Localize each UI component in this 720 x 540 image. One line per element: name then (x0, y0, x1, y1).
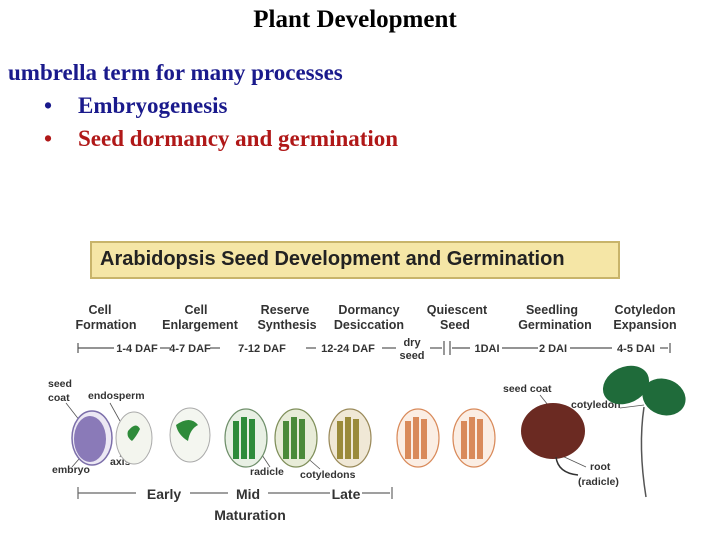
timeline-label-4: 12-24 DAF (321, 343, 375, 355)
radicle-paren-label: (radicle) (578, 476, 619, 488)
timeline-seed-label: seed (399, 350, 424, 362)
stage-6-line2: Germination (518, 318, 592, 332)
figure-drawing: Cell Formation Cell Enlargement Reserve … (48, 303, 686, 523)
radicle-label: radicle (250, 466, 284, 478)
seed-coat-label-line1: seed (48, 378, 72, 390)
timeline-dry-label: dry (403, 337, 421, 349)
seedling (602, 365, 686, 498)
bullet-marker: • (44, 126, 53, 151)
germinating-seed (521, 403, 585, 476)
timeline-label-2: 4-7 DAF (169, 343, 211, 355)
seed-stage-2 (115, 411, 153, 465)
seed-coat-label-line2: coat (48, 392, 70, 404)
bullet-marker: • (44, 93, 53, 118)
stage-2-line2: Enlargement (162, 318, 239, 332)
slide-title: Plant Development (253, 6, 457, 33)
bullet-item-seed-dormancy: • Seed dormancy and germination (44, 126, 398, 152)
stage-1-line2: Formation (75, 318, 136, 332)
stage-4-line2: Desiccation (334, 318, 404, 332)
stage-4-line1: Dormancy (338, 303, 399, 317)
cotyledon-right-label: cotyledon (571, 399, 621, 411)
seed-stage-6 (328, 408, 372, 468)
timeline-label-6: 2 DAI (539, 343, 567, 355)
seed-development-figure: Arabidopsis Seed Development and Germina… (0, 225, 720, 540)
seed-stage-4 (224, 408, 268, 468)
bullet-text: Embryogenesis (78, 93, 228, 118)
stage-3-line1: Reserve (261, 303, 310, 317)
stage-5-line2: Seed (440, 318, 470, 332)
timeline-label-3: 7-12 DAF (238, 343, 286, 355)
cotyledons-label: cotyledons (300, 469, 356, 481)
stage-6-line1: Seedling (526, 303, 578, 317)
seed-stage-1 (71, 410, 113, 466)
bullet-text: Seed dormancy and germination (78, 126, 399, 151)
timeline-arrows (77, 341, 671, 355)
stage-1-line1: Cell (89, 303, 112, 317)
stage-3-line2: Synthesis (257, 318, 316, 332)
timeline-label-1: 1-4 DAF (116, 343, 158, 355)
seed-coat-right-label: seed coat (503, 383, 552, 395)
figure-title: Arabidopsis Seed Development and Germina… (100, 248, 565, 270)
timeline-label-7: 4-5 DAI (617, 343, 655, 355)
phase-maturation: Maturation (214, 507, 286, 523)
root-label: root (590, 461, 611, 473)
phase-mid: Mid (236, 486, 260, 502)
phase-early: Early (147, 486, 181, 502)
seed-stage-8 (452, 408, 496, 468)
slide-subtitle: umbrella term for many processes (8, 60, 343, 85)
stage-2-line1: Cell (185, 303, 208, 317)
embryo-label: embryo (52, 464, 90, 476)
phase-late: Late (332, 486, 361, 502)
seed-stage-5 (274, 408, 318, 468)
seed-stage-3 (169, 407, 211, 463)
seed-stage-7 (396, 408, 440, 468)
bullet-item-embryogenesis: • Embryogenesis (44, 93, 228, 119)
stage-5-line1: Quiescent (427, 303, 488, 317)
endosperm-label: endosperm (88, 390, 145, 402)
stage-7-line2: Expansion (613, 318, 676, 332)
figure-title-box: Arabidopsis Seed Development and Germina… (90, 241, 620, 279)
timeline-label-5: 1DAI (474, 343, 499, 355)
stage-7-line1: Cotyledon (614, 303, 675, 317)
